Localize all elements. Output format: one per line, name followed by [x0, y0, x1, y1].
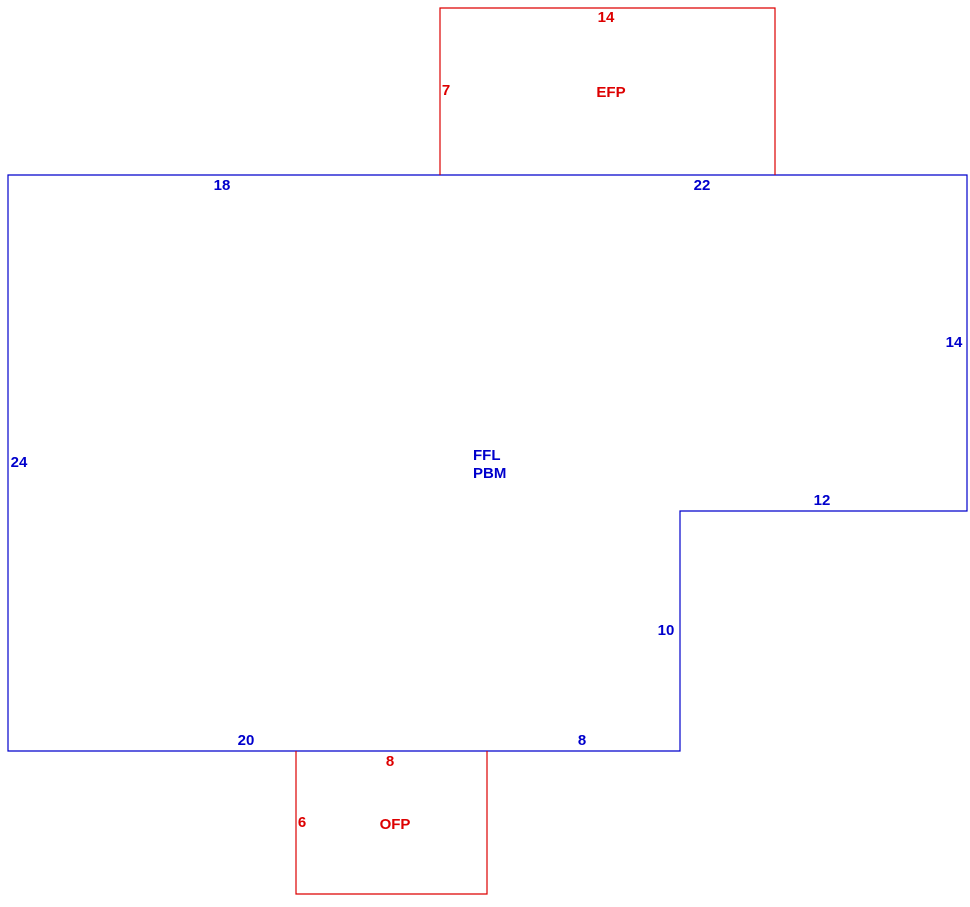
- efp-dim-left: 7: [442, 82, 450, 99]
- main-dim-right-step: 12: [814, 492, 831, 509]
- ofp-dim-top: 8: [386, 753, 394, 770]
- main-dim-step-down: 10: [658, 622, 675, 639]
- efp-outline: [439, 7, 776, 175]
- ofp-code: OFP: [380, 816, 411, 833]
- main-dim-left: 24: [11, 454, 28, 471]
- main-dim-top-left: 18: [214, 177, 231, 194]
- main-area-code-ffl: FFL: [473, 447, 501, 464]
- efp-dim-top: 14: [598, 9, 615, 26]
- ofp-dim-left: 6: [298, 814, 306, 831]
- main-dim-bottom-left: 20: [238, 732, 255, 749]
- efp-code: EFP: [596, 84, 625, 101]
- ofp-outline: [295, 751, 488, 895]
- main-area-code-pbm: PBM: [473, 465, 506, 482]
- main-dim-top-right: 22: [694, 177, 711, 194]
- main-dim-right-upper: 14: [946, 334, 963, 351]
- main-area-outline: [7, 174, 968, 752]
- main-dim-bottom-right: 8: [578, 732, 586, 749]
